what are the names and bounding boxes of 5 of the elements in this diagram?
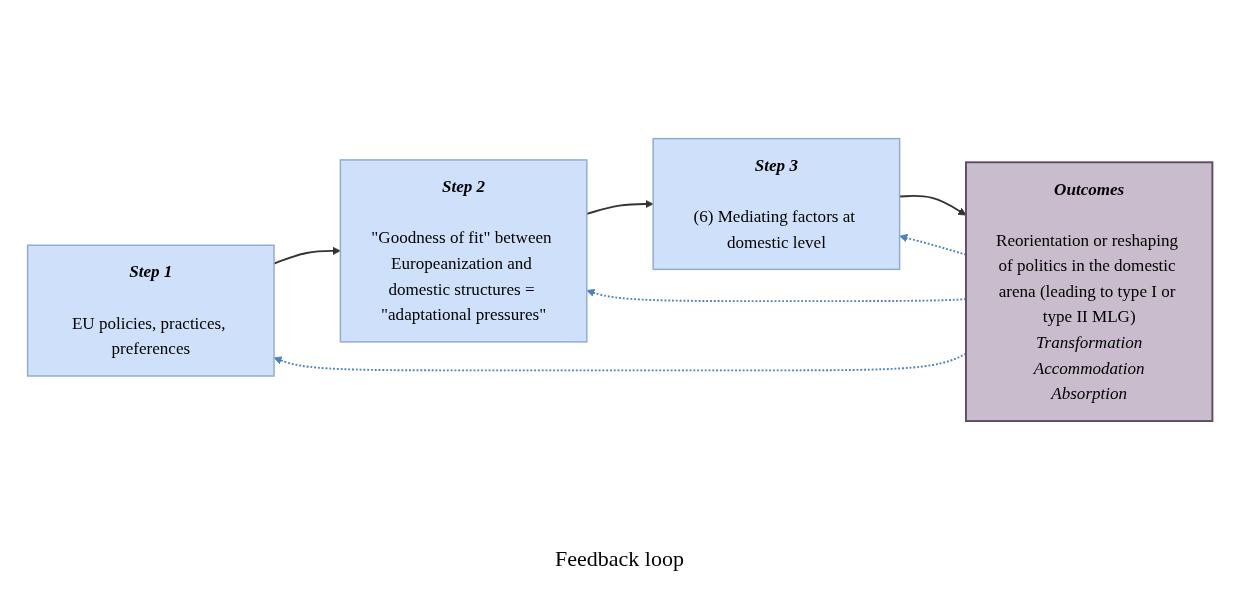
node-box: Step 1 EU policies, practices, preferences bbox=[26, 244, 275, 377]
loop-label: Feedback loop bbox=[555, 546, 684, 572]
node-box: Step 3 (6) Mediating factors at domestic level bbox=[651, 138, 900, 271]
node-box: Outcomes Reorientation or reshaping of politics in the domestic arena (leading to type I or type II MLG) Transformation Accommodation Absorption bbox=[964, 161, 1213, 423]
node-box: Step 2 "Goodness of fit" between Europeanization and domestic structures = "adaptational pressures" bbox=[339, 159, 588, 343]
